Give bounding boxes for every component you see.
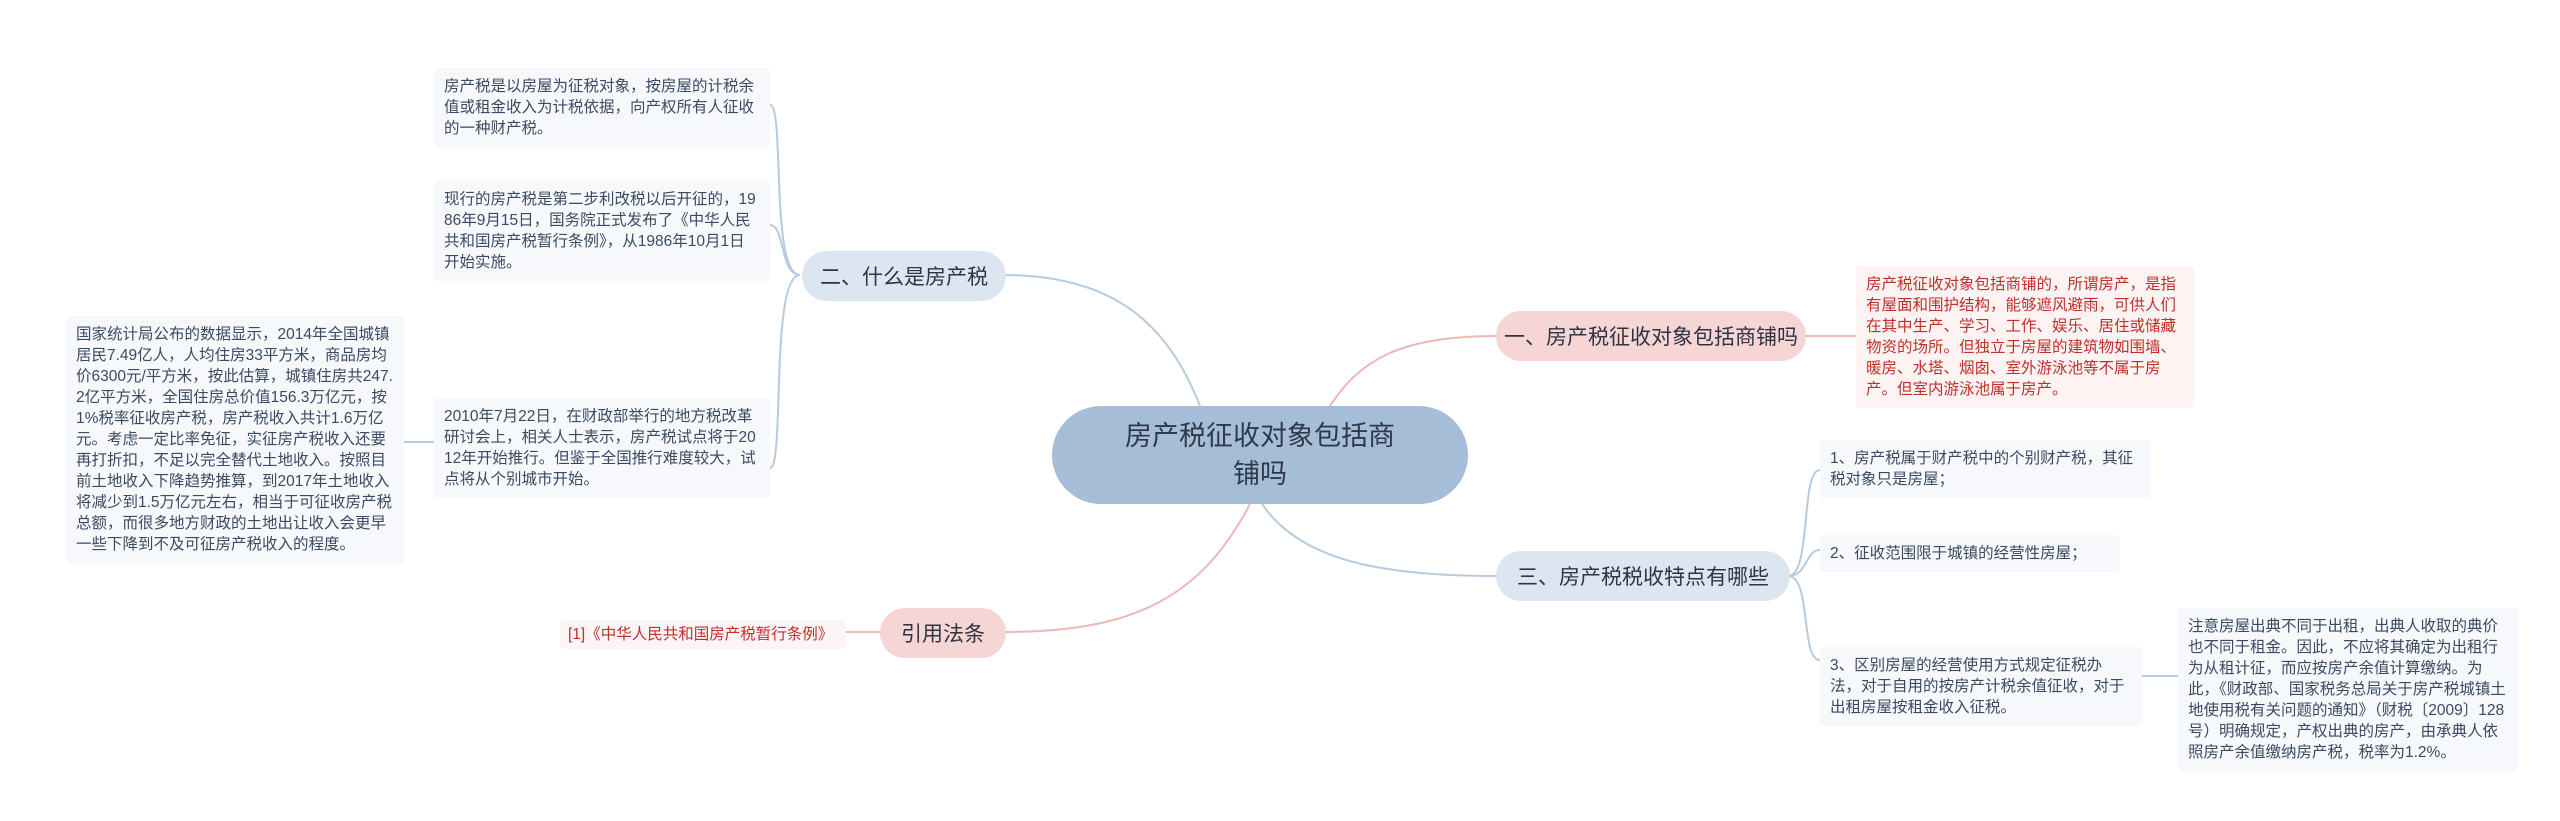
leaf-feature-1[interactable]: 1、房产税属于财产税中的个别财产税，其征税对象只是房屋； (1820, 440, 2150, 498)
leaf-text: 3、区别房屋的经营使用方式规定征税办法，对于自用的按房产计税余值征收，对于出租房… (1830, 657, 2125, 716)
link-whatis-leaf3 (769, 274, 801, 469)
leaf-definition[interactable]: 房产税是以房屋为征税对象，按房屋的计税余值或租金收入为计税依据，向产权所有人征收… (434, 68, 770, 147)
branch-what-is-property-tax[interactable]: 二、什么是房产税 (802, 251, 1006, 301)
leaf-text: 房产税征收对象包括商铺的，所谓房产，是指有屋面和围护结构，能够遮风避雨，可供人们… (1866, 276, 2177, 398)
link-features-leaf3 (1787, 575, 1821, 661)
leaf-feature-2[interactable]: 2、征收范围限于城镇的经营性房屋； (1820, 535, 2120, 572)
leaf-shops-answer[interactable]: 房产税征收对象包括商铺的，所谓房产，是指有屋面和围护结构，能够遮风避雨，可供人们… (1856, 266, 2194, 408)
leaf-pilot[interactable]: 2010年7月22日，在财政部举行的地方税改革研讨会上，相关人士表示，房产税试点… (434, 398, 770, 498)
leaf-text: 房产税是以房屋为征税对象，按房屋的计税余值或租金收入为计税依据，向产权所有人征收… (444, 78, 755, 137)
leaf-text: 现行的房产税是第二步利改税以后开征的，1986年9月15日，国务院正式发布了《中… (444, 191, 756, 271)
link-root-refs (1003, 503, 1251, 633)
link-whatis-leaf2 (769, 224, 801, 276)
link-features-leaf2 (1787, 549, 1821, 577)
branch-label: 三、房产税税收特点有哪些 (1517, 566, 1769, 589)
branch-shops[interactable]: 一、房产税征收对象包括商铺吗 (1496, 311, 1806, 361)
leaf-text: 1、房产税属于财产税中的个别财产税，其征税对象只是房屋； (1830, 450, 2134, 488)
leaf-text: 注意房屋出典不同于出租，出典人收取的典价也不同于租金。因此，不应将其确定为出租行… (2188, 618, 2506, 761)
reference-text: [1]《中华人民共和国房产税暂行条例》 (568, 626, 834, 643)
link-whatis-leaf1 (769, 104, 801, 276)
leaf-statistics[interactable]: 国家统计局公布的数据显示，2014年全国城镇居民7.49亿人，人均住房33平方米… (66, 316, 404, 563)
leaf-reference-link[interactable]: [1]《中华人民共和国房产税暂行条例》 (560, 620, 846, 649)
branch-label: 一、房产税征收对象包括商铺吗 (1504, 326, 1798, 349)
branch-features[interactable]: 三、房产税税收特点有哪些 (1496, 551, 1790, 601)
leaf-feature-3[interactable]: 3、区别房屋的经营使用方式规定征税办法，对于自用的按房产计税余值征收，对于出租房… (1820, 647, 2142, 726)
leaf-history[interactable]: 现行的房产税是第二步利改税以后开征的，1986年9月15日，国务院正式发布了《中… (434, 181, 770, 281)
leaf-dian-note[interactable]: 注意房屋出典不同于出租，出典人收取的典价也不同于租金。因此，不应将其确定为出租行… (2178, 608, 2518, 771)
link-root-shops (1329, 335, 1497, 407)
link-features-leaf1 (1787, 469, 1821, 577)
branch-label: 引用法条 (901, 623, 985, 646)
link-root-features (1261, 503, 1497, 577)
leaf-text: 国家统计局公布的数据显示，2014年全国城镇居民7.49亿人，人均住房33平方米… (76, 326, 393, 553)
root-title: 房产税征收对象包括商铺吗 (1125, 421, 1395, 489)
branch-label: 二、什么是房产税 (820, 266, 988, 289)
leaf-text: 2010年7月22日，在财政部举行的地方税改革研讨会上，相关人士表示，房产税试点… (444, 408, 756, 488)
leaf-text: 2、征收范围限于城镇的经营性房屋； (1830, 545, 2087, 562)
branch-references[interactable]: 引用法条 (880, 608, 1006, 658)
link-root-whatis (1003, 274, 1201, 407)
root-topic[interactable]: 房产税征收对象包括商铺吗 (1052, 406, 1468, 504)
